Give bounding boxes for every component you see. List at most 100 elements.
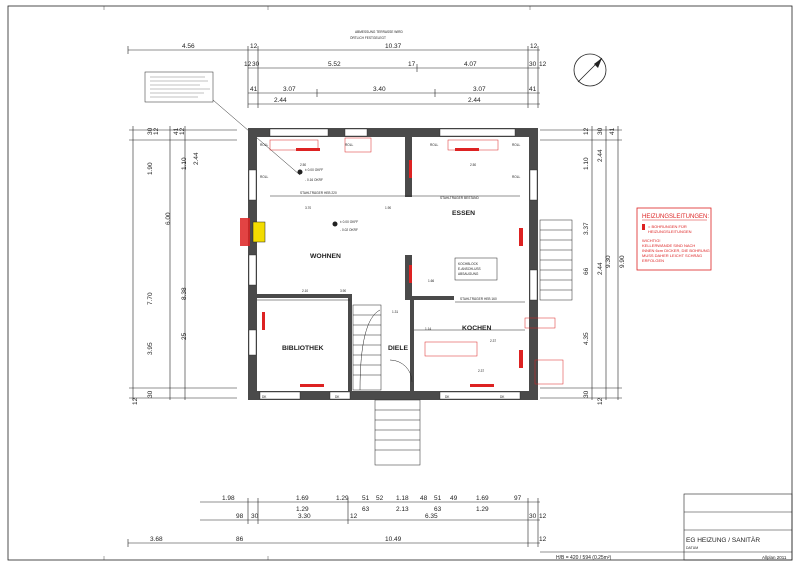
dim-right-110: 1.10 xyxy=(583,157,590,170)
dim-right-244: 2.44 xyxy=(597,149,604,162)
title-block: EG HEIZUNG / SANITÄR DATUM H/B = 420 / 5… xyxy=(540,493,793,561)
right-dimensions xyxy=(540,126,622,400)
title-block-title: EG HEIZUNG / SANITÄR xyxy=(686,536,760,544)
kochblock-label-1: KOCHBLOCK xyxy=(458,262,479,266)
dim-bot2-635: 6.35 xyxy=(425,513,438,520)
title-block-sub: DATUM xyxy=(686,546,698,550)
tag-roll-5: ROLL xyxy=(260,175,269,179)
inner-dim-237b: 2.37 xyxy=(478,369,484,373)
dim-right-337: 3.37 xyxy=(583,222,590,235)
dim-bot-213: 2.13 xyxy=(396,506,409,513)
dim-right-930: 9.30 xyxy=(605,255,612,268)
tag-dk-3: DK xyxy=(445,395,450,399)
frame-ticks xyxy=(103,6,531,560)
dim-left-838: 8.38 xyxy=(181,287,188,300)
dim-left-12b: 12 xyxy=(132,397,139,405)
dim-top3-d: 3.07 xyxy=(473,86,486,93)
dim-right-66: 66 xyxy=(583,267,590,275)
radiators xyxy=(262,148,523,387)
right-dim-labels: 12 30 1.10 41 2.44 3.37 2.44 66 9.30 9.9… xyxy=(583,127,626,405)
legend-note-5: ERFOLGEN xyxy=(642,258,664,263)
dim-top-12b: 12 xyxy=(530,43,538,50)
dim-left-600: 6.00 xyxy=(165,212,172,225)
level-mark-2: - 0.16 OKRF xyxy=(305,178,323,182)
title-block-format: H/B = 420 / 594 (0.25m²) xyxy=(556,555,612,561)
dim-top3-a: 41 xyxy=(250,86,258,93)
dim-top3-b: 3.07 xyxy=(283,86,296,93)
title-block-software: Allplan 2011 xyxy=(762,555,787,560)
dim-top2-f: 30 xyxy=(529,61,537,68)
dim-top3-c: 3.40 xyxy=(373,86,386,93)
dim-bot-51a: 51 xyxy=(362,495,370,502)
kochblock-box xyxy=(454,257,498,281)
terrace-note-line1: ABMESSUNG TERRASSE WIRD xyxy=(355,30,403,34)
dim-right-12: 12 xyxy=(583,127,590,135)
dim-right-435: 4.35 xyxy=(583,332,590,345)
inner-dim-250b: 2.50 xyxy=(470,163,476,167)
dim-left-12c: 12 xyxy=(179,127,186,135)
dim-bot2-330: 3.30 xyxy=(298,513,311,520)
tag-roll-2: ROLL xyxy=(345,143,354,147)
tag-roll-1: ROLL xyxy=(260,143,269,147)
dim-bot2-12: 12 xyxy=(350,513,358,520)
level-mark-4: - 0.02 OKRF xyxy=(340,228,358,232)
inner-dim-390: 3.90 xyxy=(340,289,346,293)
dim-top2-a: 12 xyxy=(244,61,252,68)
entrance-stairs xyxy=(374,359,421,466)
dim-right-990: 9.90 xyxy=(619,255,626,268)
steel-beam-1: STAHLTRÄGER HEB 220 xyxy=(300,191,337,195)
room-kochen: KOCHEN xyxy=(462,325,492,332)
window-openings xyxy=(248,128,538,400)
tag-dk-1: DK xyxy=(262,395,267,399)
dim-left-770: 7.70 xyxy=(147,292,154,305)
dim-left-190: 1.90 xyxy=(147,162,154,175)
dim-left-30b: 30 xyxy=(147,390,154,398)
dim-bot2-98: 98 xyxy=(236,513,244,520)
left-dimensions xyxy=(129,126,237,400)
legend-note-3: INNEN 6cm DICKER, DIE BOHRUNG xyxy=(642,248,710,253)
dim-top2-b: 30 xyxy=(252,61,260,68)
north-arrow-icon xyxy=(573,53,607,87)
dim-top3-e: 41 xyxy=(529,86,537,93)
dim-left-110: 1.10 xyxy=(181,157,188,170)
dim-bot-129b: 1.29 xyxy=(476,506,489,513)
dim-bot-118: 1.18 xyxy=(396,495,409,502)
dim-top2-d: 17 xyxy=(408,61,416,68)
dim-left-25: 25 xyxy=(181,332,188,340)
heating-legend: HEIZUNGSLEITUNGEN: = BOHRUNGEN FÜR HEIZU… xyxy=(636,207,712,271)
dim-bot-63a: 63 xyxy=(362,506,370,513)
legend-item-1a: = BOHRUNGEN FÜR xyxy=(648,224,687,229)
dim-top3b-b: 2.44 xyxy=(468,97,481,104)
dim-top3b-a: 2.44 xyxy=(274,97,287,104)
inner-dim-250a: 2.50 xyxy=(300,163,306,167)
dim-left-395: 3.95 xyxy=(147,342,154,355)
tag-dk-4: DK xyxy=(500,395,505,399)
legend-title: HEIZUNGSLEITUNGEN: xyxy=(642,214,709,220)
tag-roll-6: ROLL xyxy=(512,175,521,179)
inner-dim-210: 2.10 xyxy=(302,289,308,293)
dim-bot-198: 1.98 xyxy=(222,495,235,502)
dim-left-244: 2.44 xyxy=(193,152,200,165)
dim-bot2-12b: 12 xyxy=(539,513,547,520)
terrace-stairs xyxy=(539,219,573,301)
dim-bot-63b: 63 xyxy=(434,506,442,513)
dim-bot3-86: 86 xyxy=(236,536,244,543)
legend-note-2: KELLERWÄNDE SIND NACH xyxy=(642,243,695,248)
dim-left-41: 41 xyxy=(173,127,180,135)
legend-item-1b: HEIZUNGSLEITUNGEN xyxy=(648,229,692,234)
dim-bot-129a: 1.29 xyxy=(296,506,309,513)
staircase xyxy=(352,304,382,391)
inner-dim-166: 1.66 xyxy=(428,279,434,283)
dim-bot3-12: 12 xyxy=(539,536,547,543)
legend-note-1: WICHTIG! xyxy=(642,238,660,243)
top-dimensions xyxy=(127,46,540,108)
inner-dim-114: 1.14 xyxy=(425,327,431,331)
wall-note-callout xyxy=(144,71,301,176)
dim-left-30: 30 xyxy=(147,127,154,135)
outer-walls xyxy=(248,128,538,400)
dim-bot-52: 52 xyxy=(376,495,384,502)
inner-dims: 2.50 2.50 3.70 1.90 2.10 3.90 1.31 1.14 … xyxy=(300,163,496,373)
dim-bot-169a: 1.69 xyxy=(296,495,309,502)
